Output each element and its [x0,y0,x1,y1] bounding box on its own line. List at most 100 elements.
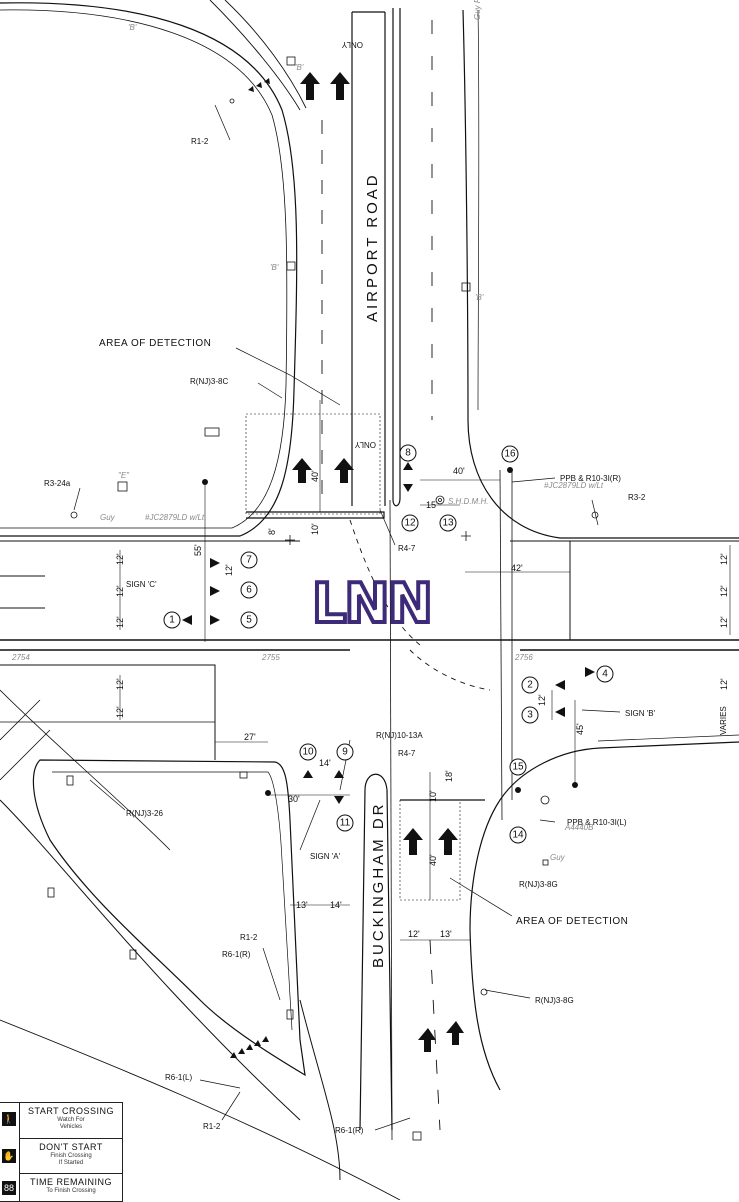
legend-dont-title: DON'T START [39,1142,103,1152]
signal-head-16: 16 [504,449,516,460]
dim-12-r2: 12' [719,585,729,597]
station-2755: 2755 [261,653,280,662]
dim-40-top: 40' [453,466,465,476]
signal-head-7: 7 [246,555,252,566]
a4440-label: A4440B [564,823,594,832]
r3-2-label: R3-2 [628,493,646,502]
signal-head-11: 11 [340,818,351,829]
guy-2-label: Guy [550,853,566,862]
signal-head-2: 2 [527,680,533,691]
jc2879-label: #JC2879LD w/Lt [145,513,205,522]
dim-27: 27' [244,732,256,742]
dim-13-b: 13' [440,929,452,939]
dim-13-a: 13' [296,900,308,910]
r-nj-3-26-label: R(NJ)3-26 [126,809,163,818]
legend-divider [19,1103,20,1201]
legend-start-sub1: Watch For [57,1117,85,1123]
r1-2-mid-label: R1-2 [240,933,258,942]
dim-40-left: 40' [310,470,320,482]
sign-c-label: SIGN 'C' [126,580,157,589]
dim-12-e: 12' [115,706,125,718]
r-nj-3-8g-a-label: R(NJ)3-8G [519,880,558,889]
b-mark-4: 'B' [295,63,304,72]
b-mark-3: 'B' [475,293,484,302]
only-marking-top: ONLY [341,40,363,49]
r6-1r-mid-label: R6-1(R) [222,950,251,959]
signal-head-15: 15 [512,762,524,773]
signal-head-9: 9 [342,747,348,758]
r6-1r-bottom-label: R6-1(R) [335,1126,364,1135]
dim-12-r3: 12' [719,616,729,628]
legend-dont-sub2: If Started [58,1160,84,1166]
legend-separator-1 [20,1138,122,1139]
pedestrian-signal-legend: 🚶 START CROSSING Watch For Vehicles ✋ DO… [0,1102,123,1202]
dim-14-a: 14' [319,758,331,768]
legend-time-sub: To Finish Crossing [46,1188,96,1194]
area-detection-bottom-label: AREA OF DETECTION [516,916,628,927]
dim-55: 55' [193,544,203,556]
dim-18: 18' [444,770,454,782]
signal-head-3: 3 [527,710,533,721]
dim-12-a: 12' [115,553,125,565]
dim-30: 30' [288,794,300,804]
signal-head-14: 14 [512,830,524,841]
e-mark: "E" [118,471,130,480]
varies-label: VARIES [719,706,728,735]
guy-1-label: Guy [100,513,116,522]
signal-head-10: 10 [302,747,314,758]
walk-icon: 🚶 [2,1112,16,1126]
station-2756: 2756 [514,653,533,662]
dim-12-sign-b: 12' [537,694,547,706]
r6-1l-label: R6-1(L) [165,1073,192,1082]
legend-time-title: TIME REMAINING [29,1177,112,1187]
station-2754: 2754 [11,653,30,662]
countdown-icon: 88 [2,1181,16,1195]
jc-right-label: #JC2879LD w/Lt [544,481,604,490]
ppb-r10-3i-r-label: PPB & R10-3I(R) [560,474,621,483]
ppb-r10-3i-l-label: PPB & R10-3I(L) [567,818,627,827]
signal-head-6: 6 [246,585,252,596]
legend-start-sub2: Vehicles [59,1124,83,1130]
sign-a-label: SIGN 'A' [310,852,341,861]
area-detection-top-label: AREA OF DETECTION [99,338,211,349]
dim-12-sign: 12' [224,564,234,576]
airport-road-label: AIRPORT ROAD [364,172,381,322]
hand-icon: ✋ [2,1149,16,1163]
dim-12-r1: 12' [719,553,729,565]
dim-8: 8' [267,528,277,535]
r-nj-3-8g-b-label: R(NJ)3-8G [535,996,574,1005]
dim-14-b: 14' [330,900,342,910]
signal-head-1: 1 [169,615,175,626]
r-nj-3-8c-label: R(NJ)3-8C [190,377,228,386]
guy-pc-label: Guy PC [473,0,482,20]
shdmh-label: S.H.D.M.H. [448,497,488,506]
r1-2-top-label: R1-2 [191,137,209,146]
dim-42: 42' [511,563,523,573]
lnn-logo: LNN [312,572,431,635]
dim-10-b: 10' [428,790,438,802]
legend-dont-sub1: Finish Crossing [50,1153,92,1159]
b-mark-2: 'B' [270,263,279,272]
signal-head-5: 5 [246,615,252,626]
legend-separator-2 [20,1173,122,1174]
r1-2-bottom-label: R1-2 [203,1122,221,1131]
sign-b-label: SIGN 'B' [625,709,656,718]
dim-12-d: 12' [115,678,125,690]
r-nj-10-13a-label: R(NJ)10-13A [376,731,423,740]
dim-12-b: 12' [115,585,125,597]
buckingham-dr-label: BUCKINGHAM DR [370,801,387,968]
signal-head-8: 8 [405,448,411,459]
dim-12-bot: 12' [408,929,420,939]
r4-7-bottom-label: R4-7 [398,749,416,758]
only-marking-mid: ONLY [354,440,376,449]
r3-24a-label: R3-24a [44,479,71,488]
b-mark-1: 'B' [128,23,137,32]
r4-7-top-label: R4-7 [398,544,416,553]
signal-head-12: 12 [404,518,416,529]
legend-start-title: START CROSSING [27,1106,114,1116]
dim-12-c: 12' [115,616,125,628]
dim-10-left: 10' [310,523,320,535]
dim-40-b: 40' [428,854,438,866]
dim-45: 45' [575,723,585,735]
